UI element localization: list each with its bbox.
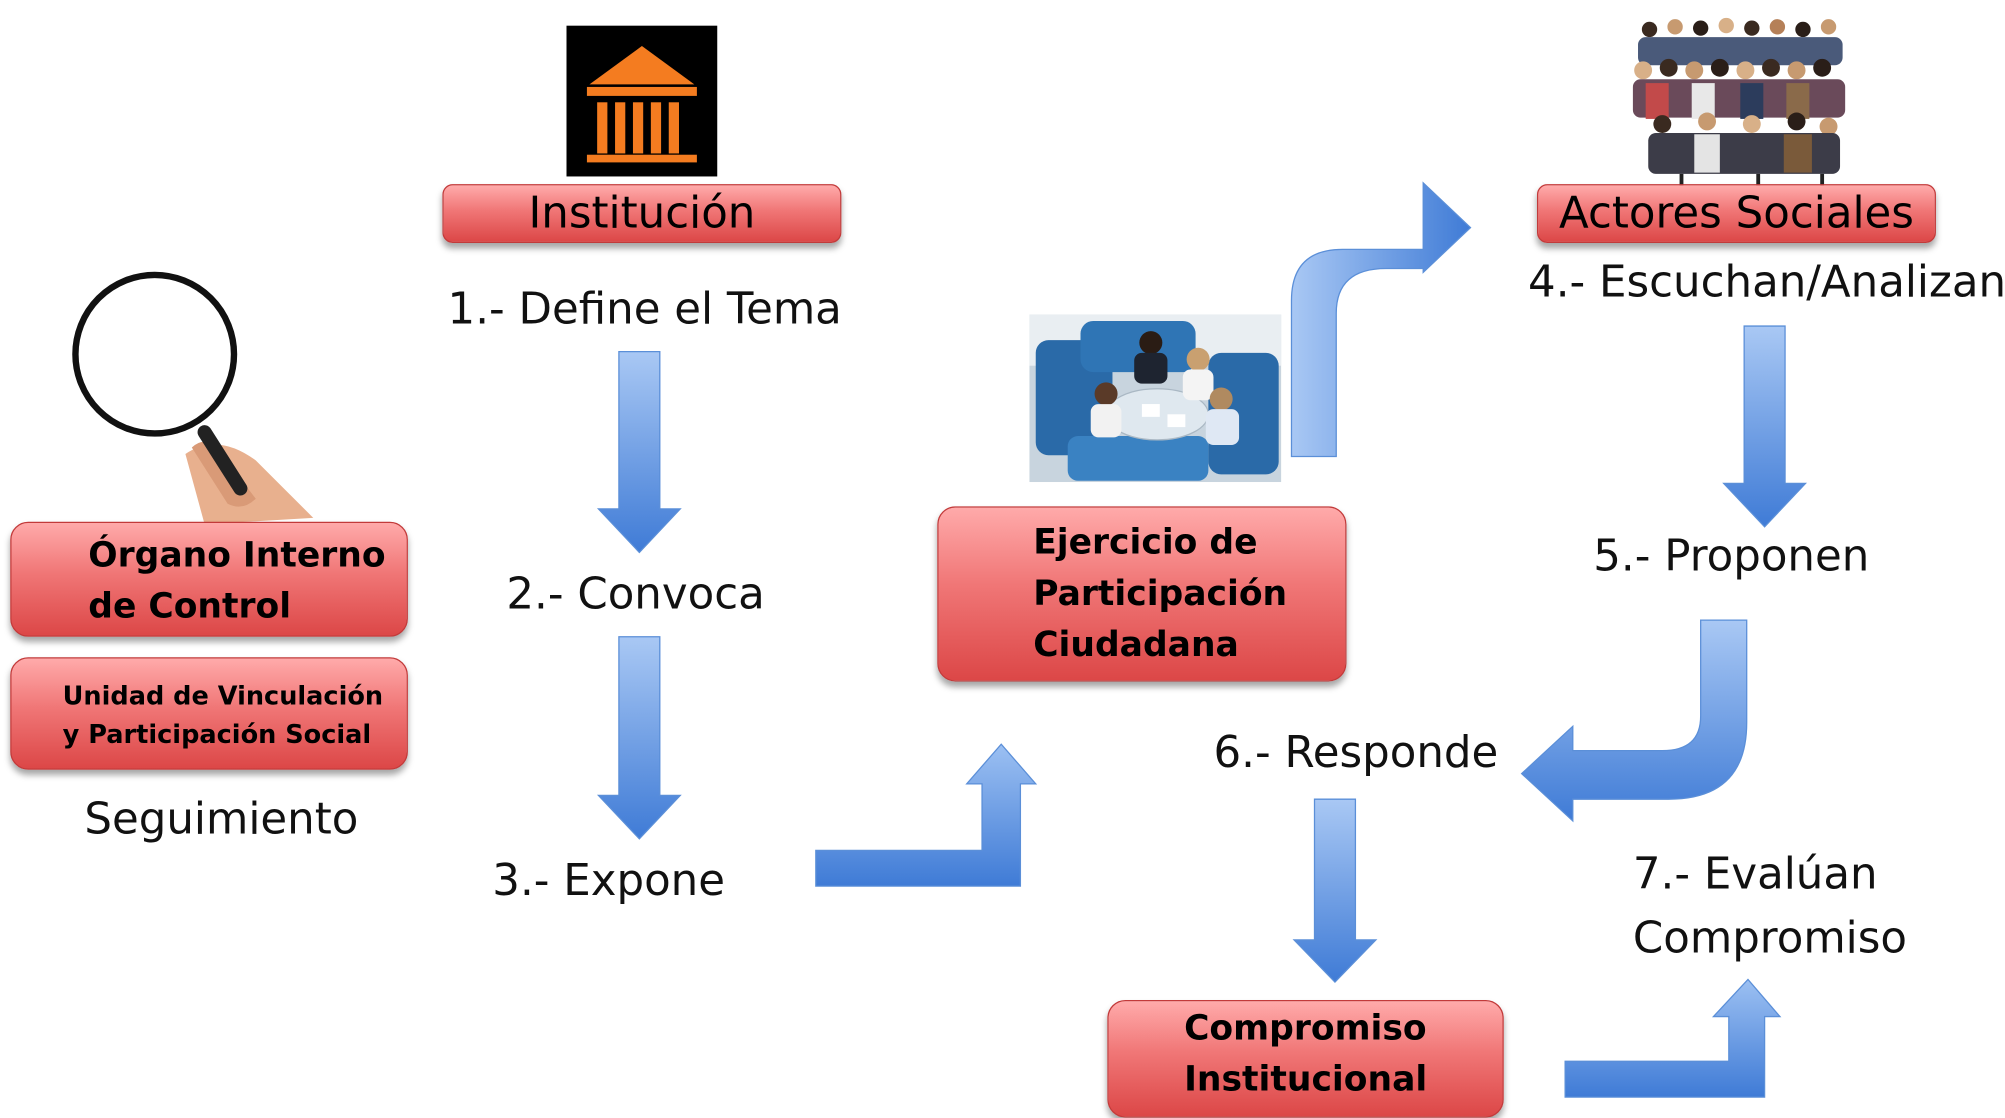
unidad-line2: y Participación Social — [62, 718, 372, 750]
ejercicio-line2: Participación — [1033, 574, 1288, 614]
organo-line1: Órgano Interno — [88, 535, 386, 576]
unidad-line1: Unidad de Vinculación — [62, 680, 384, 711]
step-7-compromiso: Compromiso — [1632, 912, 1908, 965]
actores-sociales-box: Actores Sociales — [1536, 184, 1936, 243]
arrow-down-6-compromiso — [1292, 798, 1378, 983]
crowd-of-people-image — [1632, 17, 1846, 186]
step-3-expone: 3.- Expone — [492, 855, 726, 907]
arrow-expone-to-ejercicio — [815, 743, 1038, 887]
meeting-photo — [1029, 314, 1282, 483]
arrow-down-1-2 — [596, 351, 682, 554]
government-building-icon — [566, 25, 718, 177]
arrow-proponen-to-responde — [1520, 619, 1748, 823]
institucion-box: Institución — [442, 184, 842, 243]
actores-label: Actores Sociales — [1558, 187, 1914, 240]
step-4-escuchan: 4.- Escuchan/Analizan — [1528, 257, 2005, 309]
ejercicio-participacion-box: Ejercicio de Participación Ciudadana — [937, 506, 1347, 682]
arrow-ejercicio-to-actores — [1290, 181, 1472, 458]
seguimiento-label: Seguimiento — [84, 794, 359, 846]
compromiso-line2: Institucional — [1184, 1060, 1428, 1100]
arrow-down-4-5 — [1722, 325, 1808, 528]
unidad-vinculacion-box: Unidad de Vinculación y Participación So… — [10, 657, 408, 770]
ejercicio-line3: Ciudadana — [1033, 625, 1239, 665]
step-7-evaluan: 7.- Evalúan — [1632, 849, 1878, 901]
organo-line2: de Control — [88, 586, 292, 627]
step-5-proponen: 5.- Proponen — [1593, 530, 1870, 582]
step-1-define-tema: 1.- Define el Tema — [447, 283, 842, 336]
ejercicio-line1: Ejercicio de — [1033, 522, 1258, 563]
arrow-compromiso-to-evaluan — [1564, 978, 1782, 1098]
organo-interno-box: Órgano Interno de Control — [10, 521, 408, 637]
compromiso-institucional-box: Compromiso Institucional — [1107, 999, 1504, 1118]
institucion-label: Institución — [528, 187, 756, 240]
compromiso-line1: Compromiso — [1184, 1008, 1427, 1049]
step-6-responde: 6.- Responde — [1213, 727, 1499, 779]
magnifying-glass-icon — [72, 271, 314, 525]
arrow-down-2-3 — [596, 636, 682, 840]
step-2-convoca: 2.- Convoca — [506, 569, 765, 621]
